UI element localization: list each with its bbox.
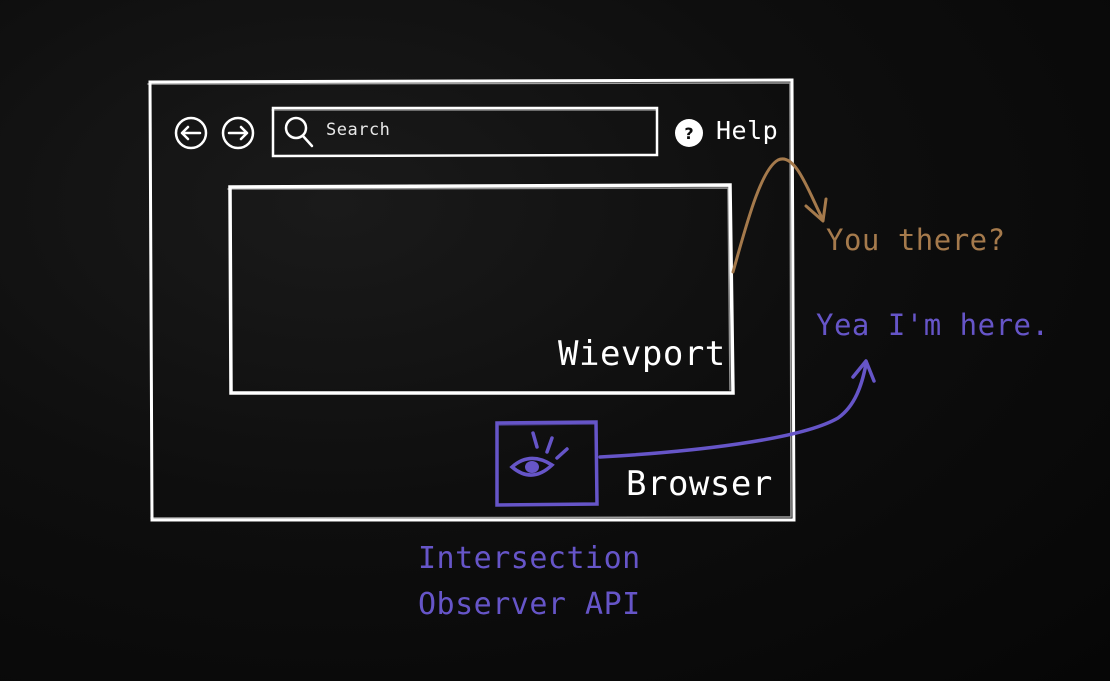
api-label-line-1: Intersection bbox=[418, 541, 641, 576]
api-label: Intersection Observer API bbox=[418, 536, 641, 628]
svg-text:?: ? bbox=[684, 124, 693, 143]
search-input[interactable] bbox=[271, 106, 659, 158]
browser-window-frame bbox=[147, 78, 796, 522]
back-icon[interactable] bbox=[174, 116, 208, 150]
answer-text: Yea I'm here. bbox=[816, 308, 1050, 342]
viewport-label: Wievport bbox=[558, 334, 726, 374]
search-icon bbox=[284, 116, 314, 148]
help-icon[interactable]: ? bbox=[675, 119, 703, 147]
question-arrow bbox=[731, 157, 828, 274]
browser-label: Browser bbox=[626, 464, 773, 504]
viewport-frame bbox=[227, 183, 735, 395]
question-text: You there? bbox=[826, 223, 1006, 257]
eye-icon bbox=[509, 431, 569, 477]
answer-arrow bbox=[598, 359, 876, 459]
forward-icon[interactable] bbox=[221, 116, 255, 150]
observer-box bbox=[495, 420, 599, 507]
api-label-line-2: Observer API bbox=[418, 587, 641, 622]
help-label[interactable]: Help bbox=[716, 116, 779, 145]
search-placeholder: Search bbox=[326, 120, 391, 140]
